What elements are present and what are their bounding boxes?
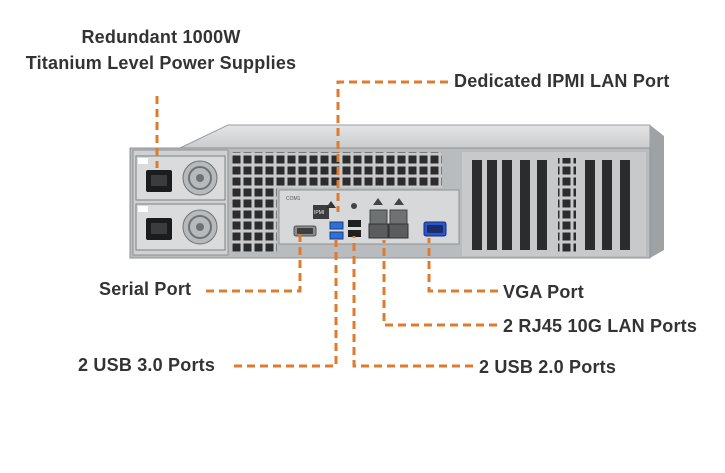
chassis-top: [179, 124, 651, 149]
leader-serial: [206, 232, 302, 293]
usb2-connectors: [348, 203, 361, 237]
rj45-connectors: [368, 198, 409, 239]
leader-ipmi: [336, 80, 448, 212]
power-supplies-label-line1: Redundant 1000W: [81, 27, 241, 47]
rj45-ports-label: 2 RJ45 10G LAN Ports: [503, 316, 698, 336]
serial-port-connector: [293, 225, 317, 237]
vga-port-label: VGA Port: [503, 282, 584, 302]
svg-text:IPMI: IPMI: [314, 210, 324, 216]
leader-usb2: [352, 236, 473, 368]
leader-rj45: [382, 240, 497, 327]
vga-connector: [423, 221, 447, 237]
io-shield-small-text: COM1: [286, 196, 301, 202]
chassis-side: [650, 125, 664, 258]
ipmi-port-label: Dedicated IPMI LAN Port: [454, 71, 670, 91]
expansion-slots: [462, 152, 646, 256]
power-supply-2: [135, 203, 226, 251]
leader-vga: [427, 238, 498, 293]
serial-port-label: Serial Port: [99, 279, 192, 299]
leader-lines: [155, 80, 498, 368]
vent-grid-lower: [232, 188, 277, 252]
power-supply-1: [135, 155, 226, 201]
power-supplies-label-line2: Titanium Level Power Supplies: [25, 53, 297, 73]
ipmi-lan-connector: IPMI: [313, 201, 336, 219]
usb3-ports-label: 2 USB 3.0 Ports: [78, 355, 216, 375]
usb2-ports-label: 2 USB 2.0 Ports: [479, 357, 617, 377]
leader-usb3: [234, 236, 338, 368]
